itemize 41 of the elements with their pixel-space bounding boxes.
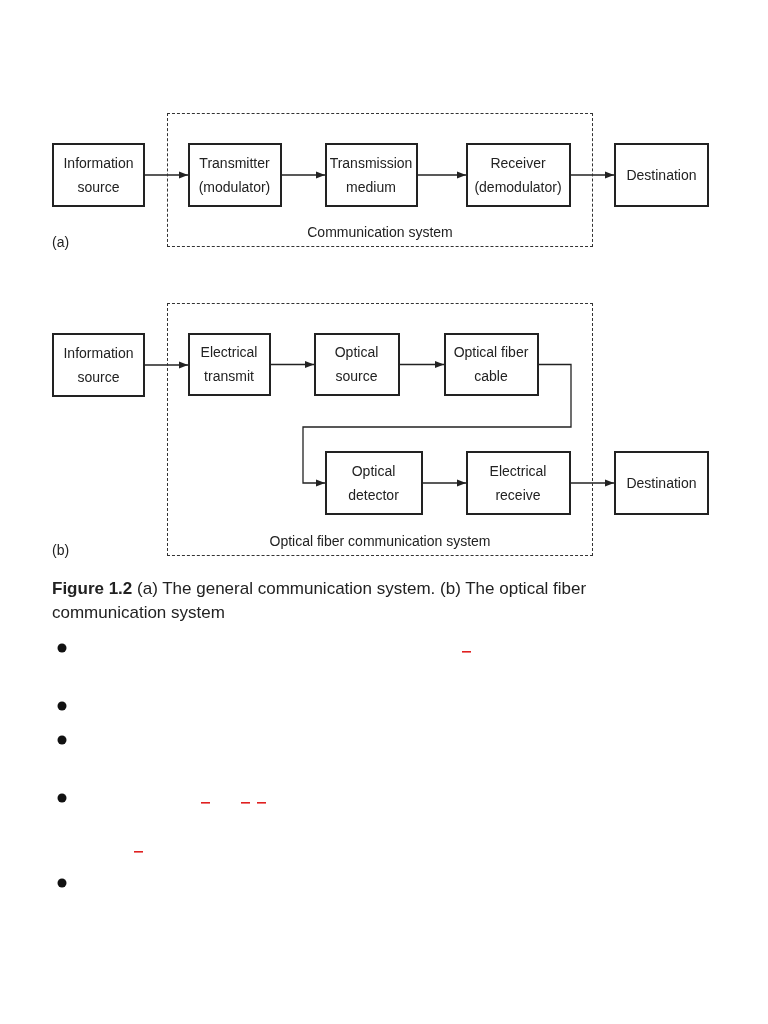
box-label: Electrical transmit [199,343,259,386]
process-box [52,333,145,397]
arrow [570,171,615,179]
arrow [144,171,189,179]
arrow [281,171,326,179]
panel-label: (b) [52,542,70,558]
figure-caption: Figure 1.2 (a) The general communication system. (b) The optical fiber communication system [52,578,588,624]
process-box [52,143,145,207]
process-box [614,451,709,515]
box-label: Optical detector [347,461,400,505]
box-label: Information source [62,344,135,387]
box-label: Destination [626,166,697,185]
process-box [614,143,709,207]
group-label: Optical fiber communication system [269,532,491,551]
arrow [417,171,467,179]
arrow [422,479,467,487]
box-label: Transmission medium [328,153,414,197]
process-box [465,142,571,207]
group-label: Communication system [307,223,453,242]
process-box [324,142,418,207]
box-label: Optical source [333,343,380,386]
box-label: Information source [62,154,135,197]
arrow [144,361,189,369]
arrow [399,360,445,369]
process-box [443,332,539,396]
arrow [570,479,615,487]
panel-label: (a) [52,234,70,250]
arrow [270,360,315,369]
box-label: Destination [626,474,697,493]
box-label: Transmitter (modulator) [197,153,272,197]
box-label: Electrical receive [488,461,548,505]
process-box [465,450,571,515]
process-box [187,332,271,396]
box-label: Optical fiber cable [452,343,530,386]
process-box [324,450,423,515]
process-box [313,332,400,396]
dashed-system-boundary [167,113,593,247]
process-box [187,142,282,207]
arrow [302,363,572,487]
box-label: Receiver (demodulator) [473,153,563,197]
dashed-system-boundary [167,303,593,556]
